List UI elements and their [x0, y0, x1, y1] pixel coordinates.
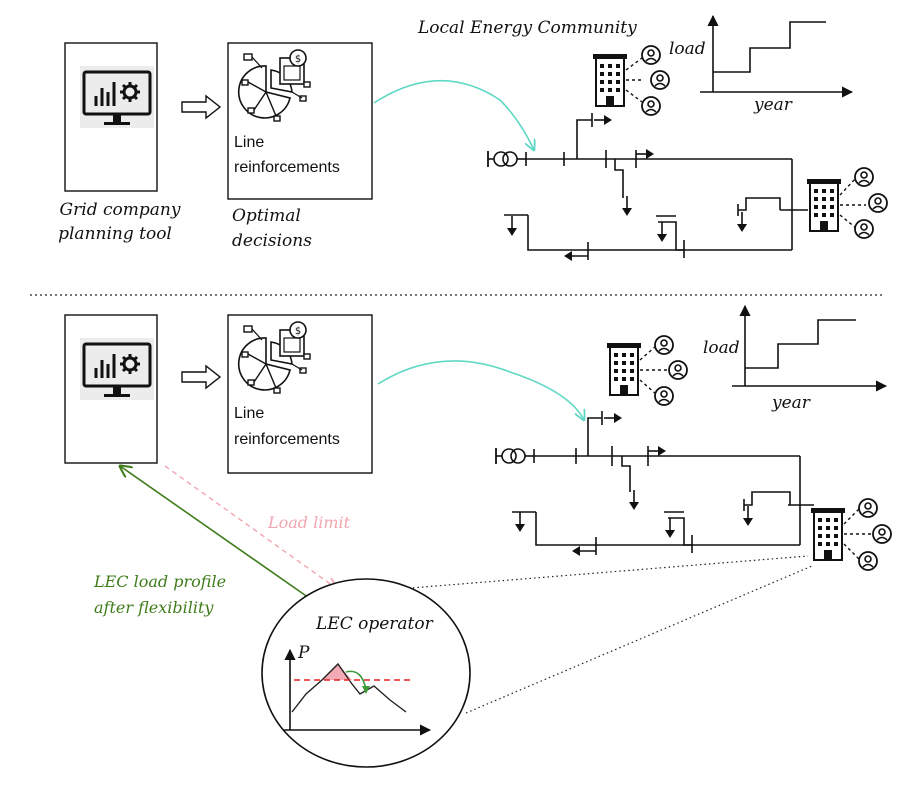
- person-icon: [854, 219, 874, 239]
- cyan-arrow: [373, 79, 534, 150]
- operator-chart: P: [284, 643, 432, 736]
- building-icon: [592, 53, 628, 107]
- decision-box-line1: Line: [234, 134, 264, 151]
- decision-caption-line1: Optimal: [232, 206, 301, 226]
- load-arrow-icon: [664, 517, 676, 539]
- load-arrow-icon: [656, 221, 668, 243]
- load-arrow-icon: [628, 489, 640, 511]
- load-year-chart: load year: [703, 304, 888, 413]
- building-icon: [806, 178, 842, 232]
- operator-axis-label: P: [297, 643, 310, 663]
- person-icon: [858, 498, 878, 518]
- hollow-arrow: [181, 364, 222, 390]
- lec-operator-ellipse: [261, 578, 471, 768]
- chart-y-label: load: [669, 39, 706, 59]
- decision-caption-line2: decisions: [232, 231, 312, 251]
- dotted-connector: [465, 565, 813, 714]
- decision-box-line1: Line: [234, 405, 264, 422]
- decision-box-line2: reinforcements: [234, 431, 340, 448]
- load-profile-line: [291, 662, 407, 713]
- pink-dashed-arrow: [164, 465, 336, 588]
- chart-x-label: year: [771, 393, 811, 413]
- load-year-chart: load year: [669, 14, 854, 115]
- load-arrow-icon: [621, 195, 633, 217]
- transformer-icon: [495, 447, 535, 465]
- person-icon: [872, 524, 892, 544]
- load-arrow-icon: [647, 445, 667, 457]
- person-icon: [654, 335, 674, 355]
- building-icon: [606, 342, 642, 396]
- community-title: Local Energy Community: [417, 18, 637, 38]
- grid-network: [487, 113, 808, 261]
- load-arrow-icon: [635, 148, 655, 160]
- chart-x-label: year: [753, 95, 793, 115]
- profile-label-line2: after flexibility: [94, 598, 214, 617]
- person-icon: [641, 45, 661, 65]
- chart-y-label: load: [703, 338, 740, 358]
- peak-area: [322, 664, 352, 680]
- decision-box-line2: reinforcements: [234, 159, 340, 176]
- person-icon: [854, 167, 874, 187]
- cyan-arrow: [377, 360, 584, 420]
- person-icon: [641, 96, 661, 116]
- person-icon: [868, 193, 888, 213]
- person-icon: [650, 70, 670, 90]
- load-arrow-icon: [593, 114, 613, 126]
- person-icon: [654, 386, 674, 406]
- load-arrow-icon: [603, 412, 623, 424]
- dotted-connector: [385, 555, 809, 591]
- operator-title: LEC operator: [315, 614, 434, 634]
- top-scenario: Grid company planning tool Line reinforc…: [58, 14, 888, 261]
- load-arrow-icon: [514, 511, 526, 533]
- green-arrow: [120, 466, 313, 601]
- building-icon: [810, 507, 846, 561]
- person-icon: [858, 551, 878, 571]
- monitor-chart-gear-icon: [78, 64, 156, 130]
- bottom-scenario: Line reinforcements load year: [64, 304, 892, 768]
- load-limit-label: Load limit: [267, 513, 351, 532]
- tool-caption-line2: planning tool: [58, 224, 172, 244]
- load-arrow-icon: [506, 215, 518, 237]
- grid-network: [495, 411, 814, 556]
- transformer-icon: [487, 150, 527, 168]
- person-icon: [668, 360, 688, 380]
- hollow-arrow: [181, 94, 222, 120]
- tool-caption-line1: Grid company: [60, 200, 181, 220]
- profile-label-line1: LEC load profile: [93, 572, 226, 591]
- shift-arrow-head: [362, 686, 370, 694]
- monitor-chart-gear-icon: [78, 336, 156, 402]
